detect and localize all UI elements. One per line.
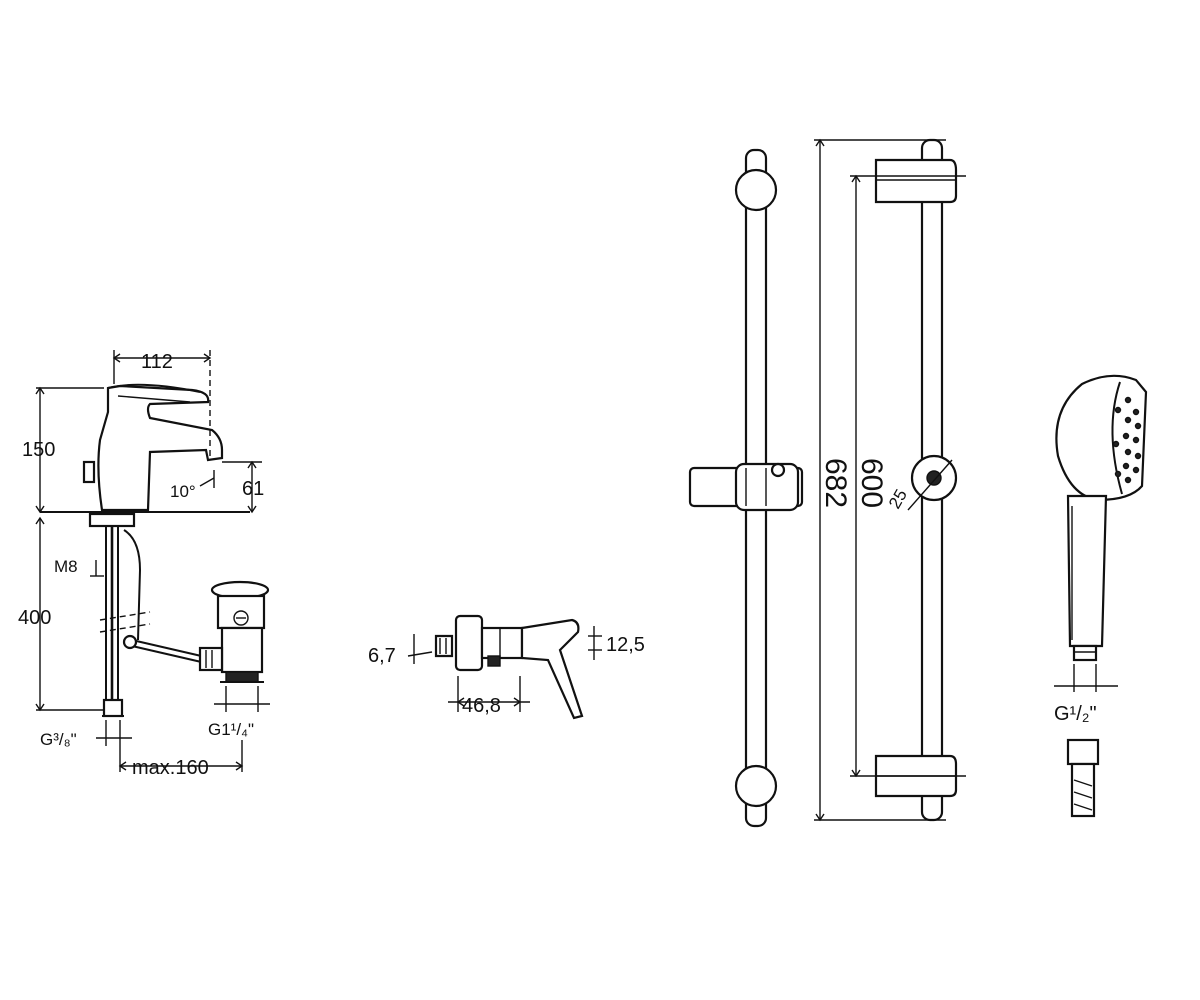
dim-mixer-height: 150 xyxy=(22,439,55,461)
dim-max-offset: max.160 xyxy=(132,757,209,779)
dim-inlet-thread: G³/₈" xyxy=(40,730,77,749)
handle-thread xyxy=(1072,644,1098,662)
mixer-base xyxy=(88,512,136,528)
shower-rail-side: 600 682 25 xyxy=(814,138,966,822)
waste-valve xyxy=(198,580,270,683)
dim-rail-overall: 682 xyxy=(819,458,852,508)
dim-valve-right: 12,5 xyxy=(606,634,645,656)
dim-valve-width: 46,8 xyxy=(462,695,501,717)
rail-bracket-top xyxy=(734,168,778,212)
shower-handle xyxy=(1066,494,1108,648)
valve-dimension-lines xyxy=(407,626,602,712)
rail-dimension-lines xyxy=(814,138,966,822)
hand-shower: G¹/₂" xyxy=(1054,374,1148,818)
dim-rail-inner: 600 xyxy=(855,458,888,508)
dim-waste-thread: G1¹/₄" xyxy=(208,720,254,739)
hand-shower-dimension-lines xyxy=(1054,664,1118,692)
shower-rail-front xyxy=(688,148,804,828)
basin-mixer: 112 150 10° 61 M8 400 G³/₈" G1¹/₄" max.1… xyxy=(18,350,270,779)
valve-connector xyxy=(434,634,454,658)
shower-head xyxy=(1055,374,1148,502)
dim-hose-length: 400 xyxy=(18,607,51,629)
dim-rod: M8 xyxy=(54,557,78,576)
valve-body xyxy=(480,626,524,660)
flex-hoses xyxy=(99,526,151,700)
mixer-dimension-lines xyxy=(35,350,270,772)
wall-valve: 6,7 12,5 46,8 xyxy=(368,614,645,720)
dim-spout-height: 61 xyxy=(242,478,264,500)
mixer-lever xyxy=(107,383,201,393)
shower-hose xyxy=(1066,738,1100,818)
dim-valve-left: 6,7 xyxy=(368,645,396,667)
dim-spout-angle: 10° xyxy=(170,482,196,501)
dim-shower-connection: G¹/₂" xyxy=(1054,703,1097,725)
valve-flange xyxy=(454,614,484,672)
mixer-body xyxy=(97,384,224,512)
dim-mixer-width: 112 xyxy=(141,351,173,373)
valve-lever xyxy=(520,618,584,720)
popup-rod-knob xyxy=(82,460,96,484)
spray-nozzles xyxy=(1112,396,1142,484)
rail-bracket-top-side xyxy=(874,158,958,204)
rail-bracket-bottom xyxy=(734,764,778,808)
